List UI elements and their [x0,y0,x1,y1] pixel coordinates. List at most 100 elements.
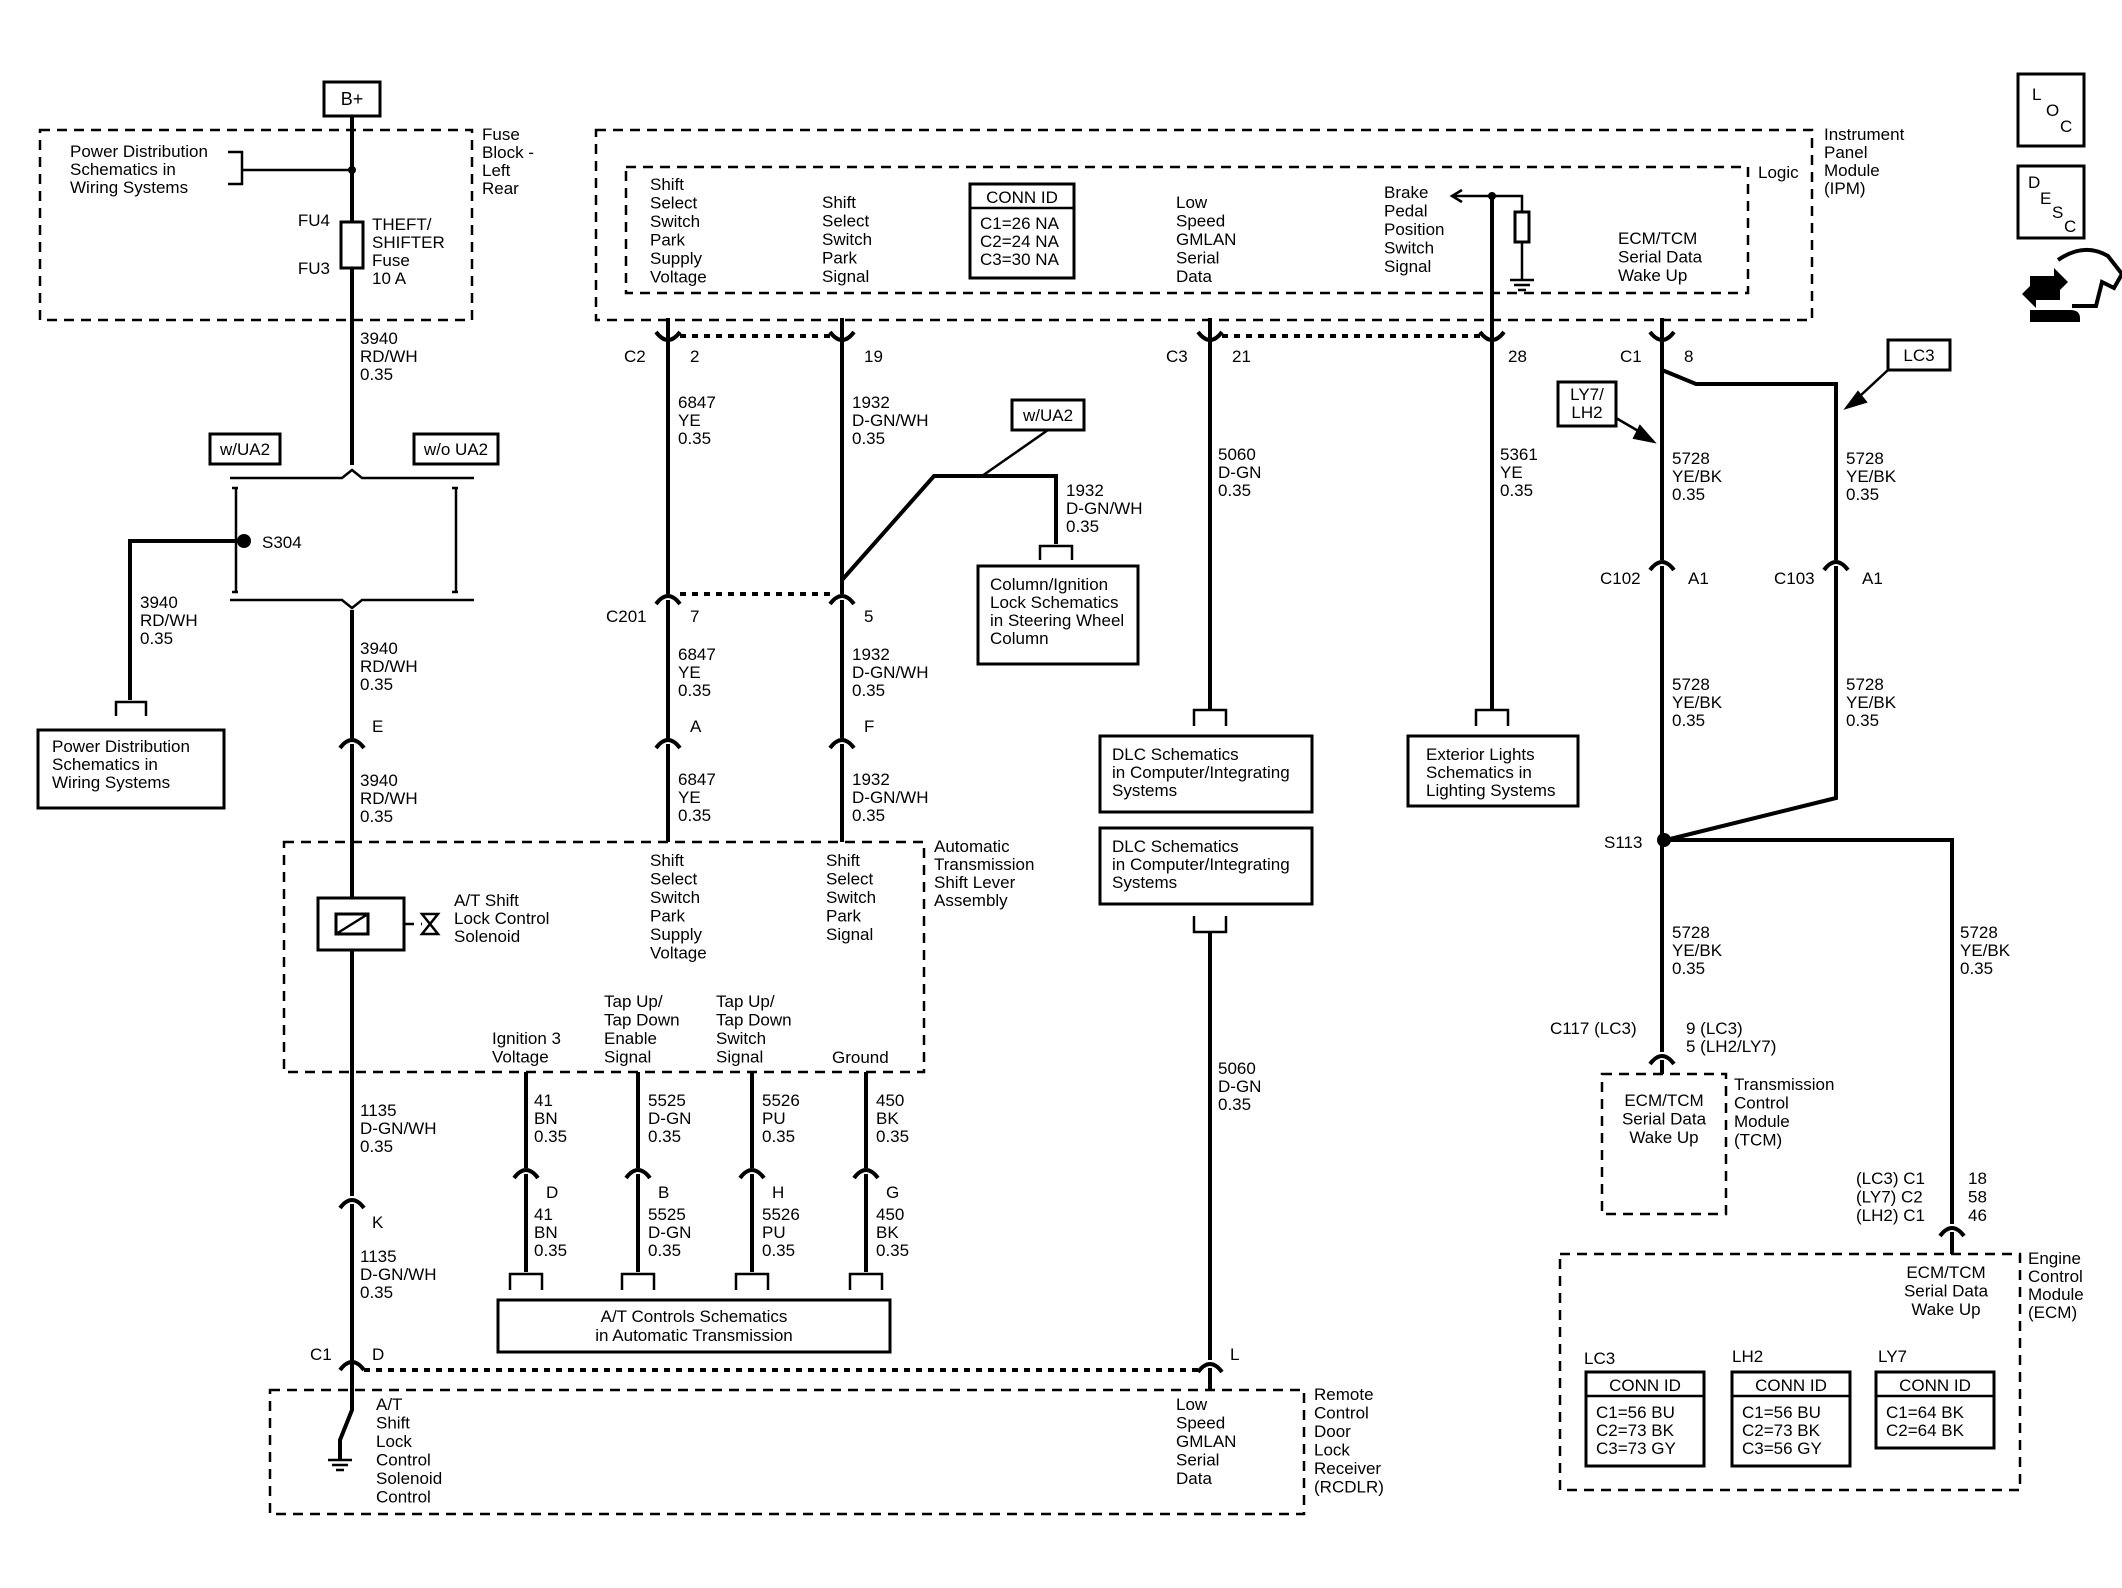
conn-d-label: D [546,1183,558,1202]
desc-letter-s: S [2052,203,2063,222]
ground-label: Ground [832,1048,889,1067]
ipm-conn-id-title: CONN ID [986,188,1058,207]
conn-c3-pin21: 21 [1232,347,1251,366]
conn-l-label: L [1230,1345,1239,1364]
ecm-lh2-conn-title: CONN ID [1755,1376,1827,1395]
conn-c3-pin28: 28 [1508,347,1527,366]
conn-c201-pin5: 5 [864,607,873,626]
desc-letter-d: D [2028,173,2040,192]
option-ly7-lh2: LY7/LH2 [1570,385,1604,422]
conn-f-label: F [864,717,874,736]
conn-c1-pin8: 8 [1684,347,1693,366]
ecm-lh2-label: LH2 [1732,1347,1763,1366]
ecm-lc3-label: LC3 [1584,1349,1615,1368]
fu4-label: FU4 [298,211,330,230]
conn-k-label: K [372,1213,384,1232]
fuse-symbol [339,220,365,270]
option-wo-ua2: w/o UA2 [423,440,488,459]
conn-c201: C201 [606,607,647,626]
loc-letter-o: O [2046,101,2059,120]
conn-c1: C1 [1620,347,1642,366]
conn-c102: C102 [1600,569,1641,588]
desc-letter-e: E [2040,189,2051,208]
option-w-ua2-left: w/UA2 [219,440,270,459]
conn-c2-pin19: 19 [864,347,883,366]
splice-s113-label: S113 [1604,833,1642,852]
loc-icon[interactable]: L O C [2016,72,2086,148]
navigation-arrows-icon[interactable] [2022,248,2122,322]
battery-label: B+ [341,89,364,109]
conn-h-label: H [772,1183,784,1202]
option-lc3: LC3 [1903,346,1934,365]
splice-s304-label: S304 [262,533,302,552]
option-w-ua2-right: w/UA2 [1022,406,1073,425]
ipm-connectors: C2 2 19 C3 21 28 C1 8 [624,196,1693,366]
conn-a-label: A [690,717,702,736]
ecm-ly7-label: LY7 [1878,1347,1907,1366]
desc-icon[interactable]: D E S C [2016,164,2086,240]
conn-c2: C2 [624,347,646,366]
loc-letter-c: C [2060,117,2072,136]
desc-letter-c: C [2064,217,2076,236]
logic-label: Logic [1758,163,1799,182]
